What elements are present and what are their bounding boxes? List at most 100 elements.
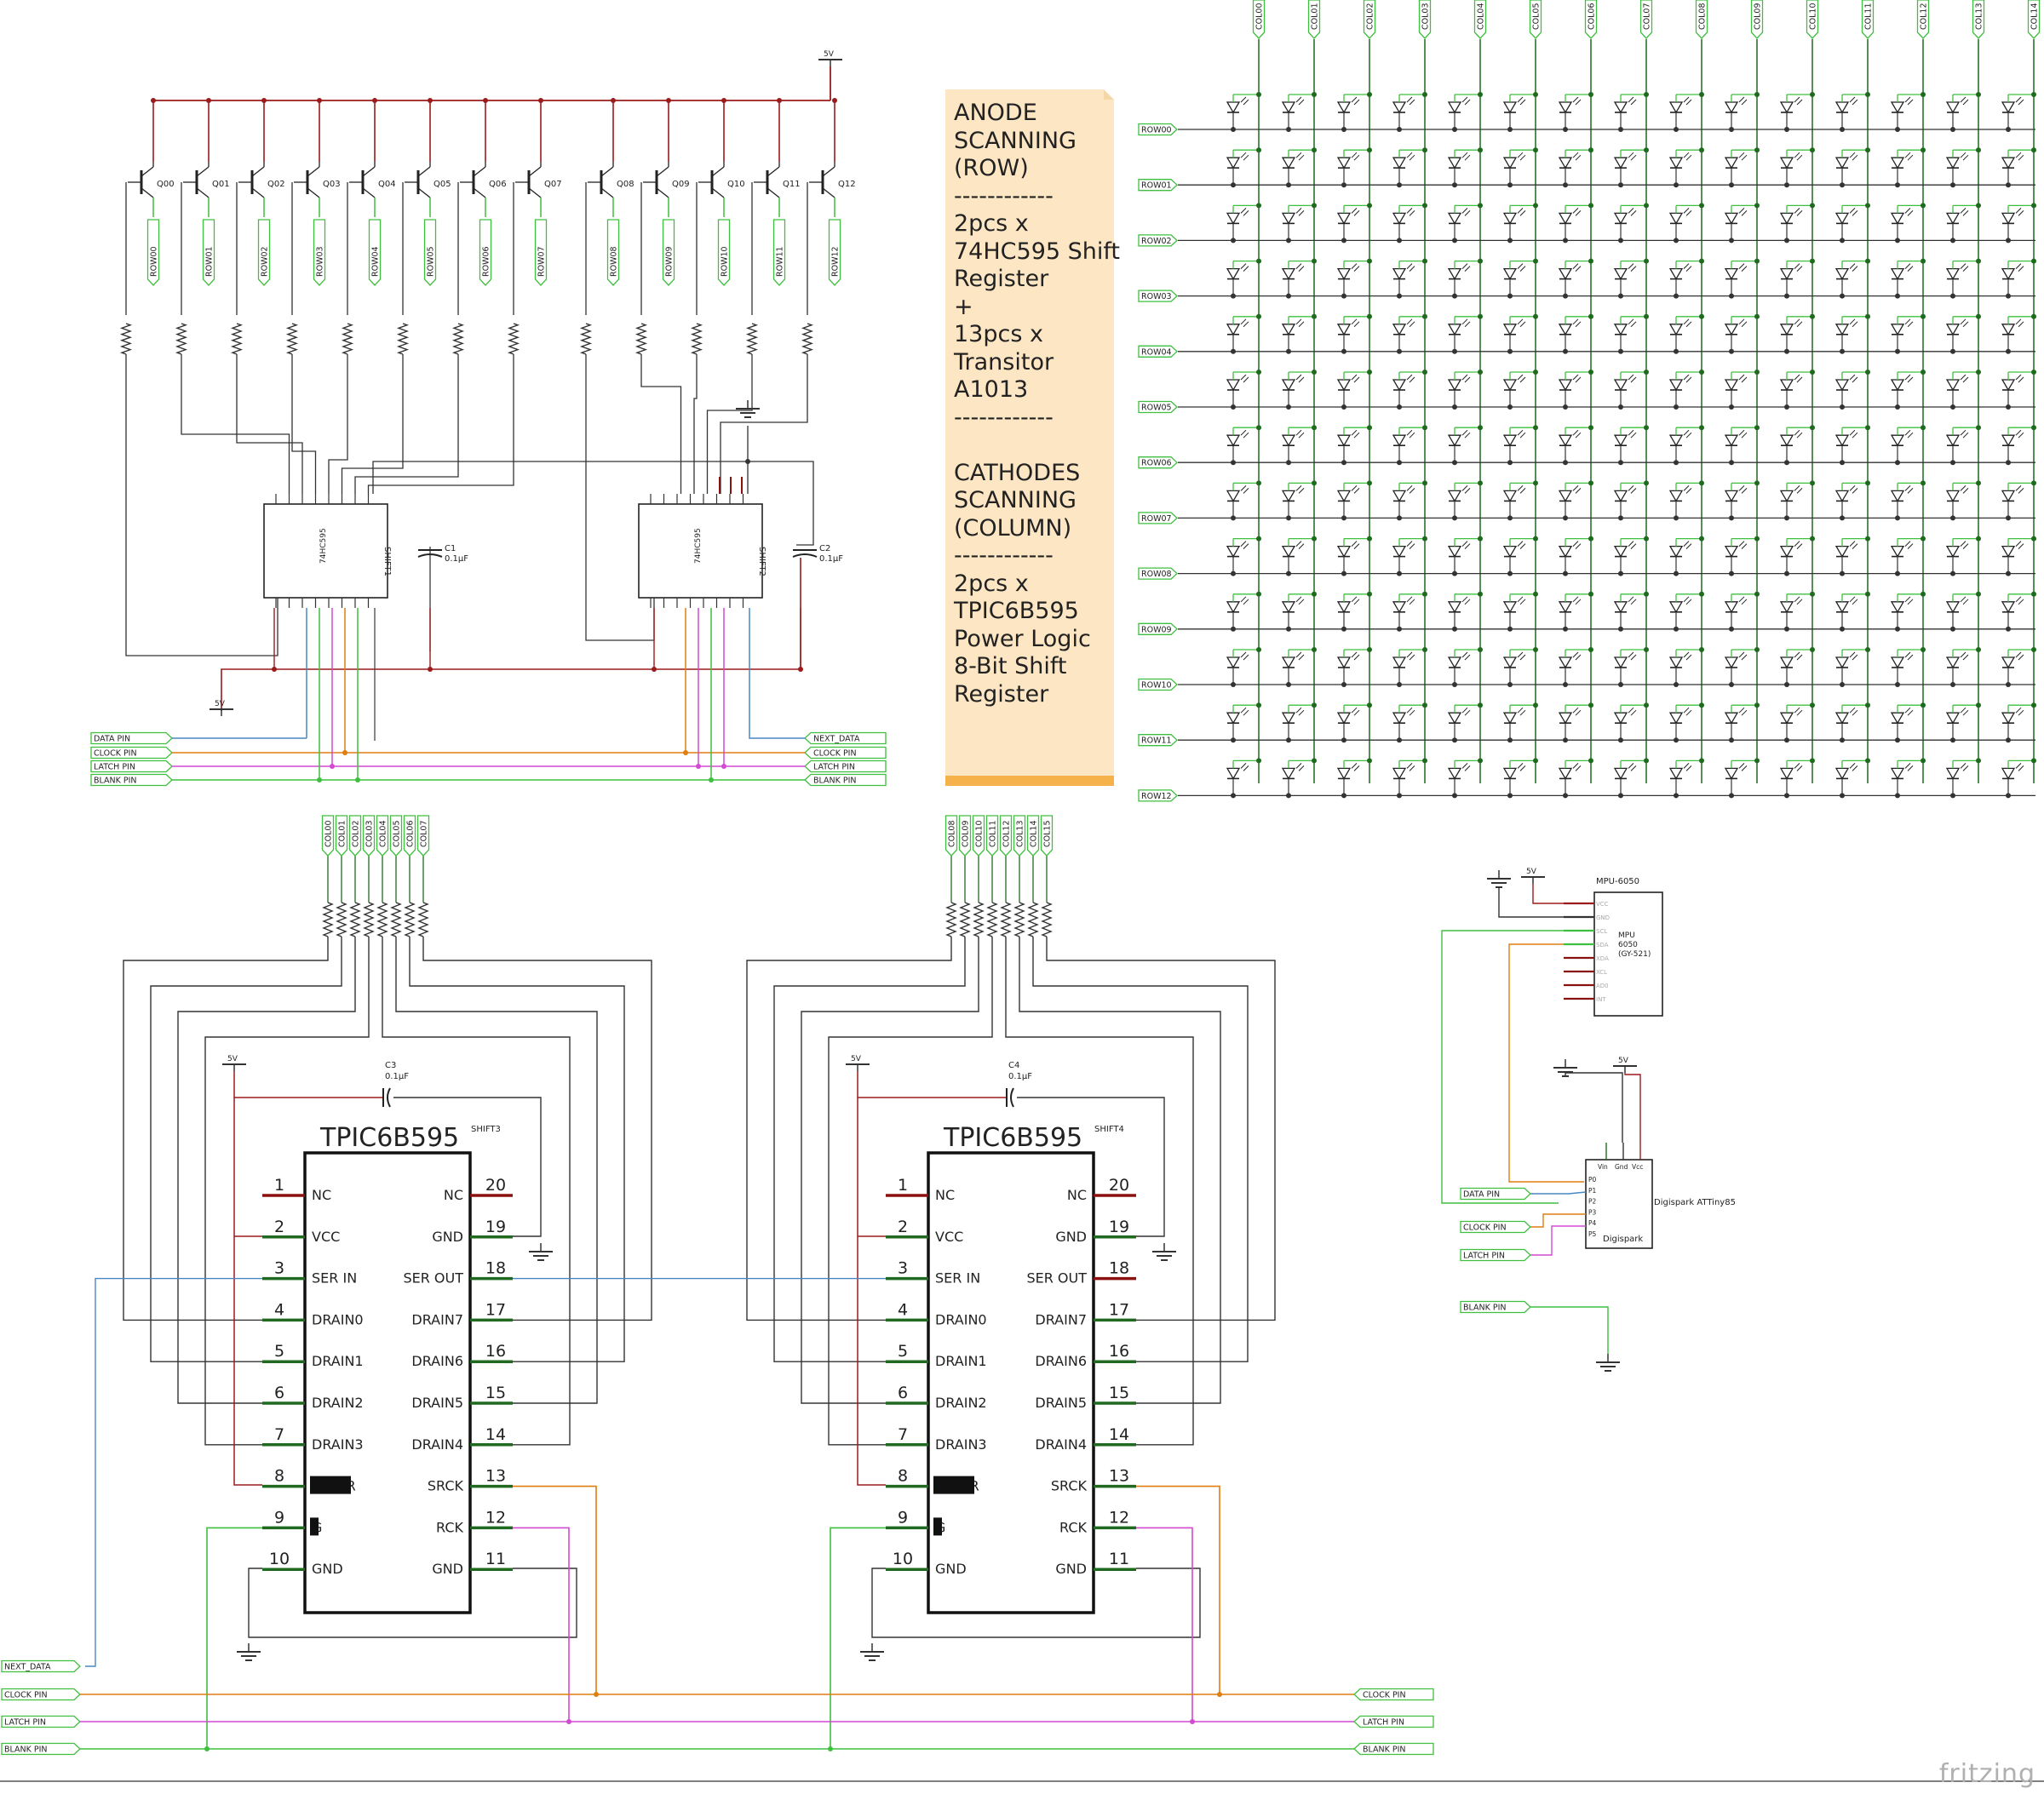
led	[1724, 371, 1757, 407]
led	[1945, 593, 1978, 629]
led-triangle	[1392, 767, 1407, 780]
column-junction	[1422, 258, 1427, 264]
led	[1834, 593, 1868, 629]
digispark-body	[1585, 1159, 1653, 1249]
tpic-pin-name: GND	[432, 1229, 463, 1245]
column-junction	[1256, 92, 1261, 97]
net-label-box	[403, 815, 416, 857]
led-triangle	[1724, 101, 1739, 114]
led	[1724, 482, 1757, 519]
row-junction	[1674, 238, 1679, 244]
tpic-pin-number: 12	[485, 1508, 506, 1527]
drain-wire	[746, 937, 952, 1321]
output-wire	[720, 366, 808, 494]
led-ray	[1464, 266, 1471, 272]
net-label-box	[828, 219, 841, 286]
column-junction	[1422, 203, 1427, 209]
tpic-pin-number: 19	[485, 1218, 506, 1236]
led-ray	[1575, 210, 1582, 216]
led-ray	[1794, 541, 1800, 547]
led-ray	[1738, 96, 1745, 103]
led-ray	[1409, 765, 1415, 771]
row-net-label: ROW05	[423, 219, 437, 286]
led-ray	[1904, 429, 1911, 436]
net-label-text: BLANK PIN	[4, 1745, 48, 1755]
led-ray	[1409, 709, 1415, 716]
led-ray	[1794, 96, 1800, 103]
column-junction	[2031, 480, 2036, 486]
led	[1558, 149, 1591, 186]
led-ray	[1685, 543, 1692, 549]
note-line: TPIC6B595	[954, 598, 1079, 624]
led-ray	[1517, 318, 1524, 325]
led	[1613, 482, 1646, 519]
led-ray	[1240, 318, 1247, 325]
output-wire	[328, 366, 348, 494]
led-ray	[1464, 210, 1471, 216]
led	[1502, 593, 1536, 629]
led	[1779, 704, 1812, 741]
led-ray	[1685, 709, 1692, 716]
column-junction	[1865, 147, 1870, 153]
led-ray	[1962, 654, 1969, 661]
column-net-label: COL08	[1695, 0, 1708, 39]
net-label-box	[1026, 815, 1040, 857]
led-ray	[1794, 596, 1800, 603]
led-ray	[1683, 96, 1690, 103]
column-junction	[1312, 591, 1317, 597]
row-junction	[1507, 682, 1513, 687]
row-junction	[1618, 737, 1623, 743]
row-junction	[1729, 348, 1734, 354]
led	[1724, 759, 1757, 796]
tpic-pin-name: RCK	[1059, 1519, 1087, 1535]
row-junction	[1729, 182, 1734, 188]
net-label-box	[1460, 1300, 1531, 1314]
resistor-zigzag	[175, 323, 188, 355]
led-ray	[1738, 318, 1745, 325]
led-triangle	[1779, 101, 1794, 114]
resistor-zigzag	[986, 902, 998, 937]
led-ray	[1960, 485, 1966, 491]
led-ray	[1406, 318, 1413, 325]
transistor-q08: Q08	[585, 100, 634, 366]
net-label-text: COL07	[420, 821, 429, 848]
led-triangle	[1945, 712, 1961, 725]
tpic-pin-number: 6	[274, 1384, 284, 1402]
net-label-box	[972, 815, 985, 857]
led-ray	[1685, 432, 1692, 438]
led-ray	[1461, 96, 1468, 103]
led-ray	[1849, 707, 1856, 714]
row-junction	[1507, 460, 1513, 466]
drain-wire	[1032, 937, 1249, 1362]
net-label-box	[1138, 734, 1178, 747]
column-junction	[1644, 203, 1649, 209]
led-ray	[1794, 485, 1800, 491]
row-junction	[1231, 182, 1236, 188]
column-junction	[1810, 313, 1815, 319]
led-ray	[1852, 765, 1858, 771]
led-ray	[1243, 599, 1249, 605]
led-triangle	[1668, 324, 1684, 336]
capacitor-c2: C20.1µF	[792, 544, 843, 564]
row-junction	[1397, 404, 1402, 410]
led	[1724, 149, 1757, 186]
led-triangle	[1447, 545, 1462, 558]
row-junction	[1729, 515, 1734, 521]
matrix-row-label: ROW09	[1138, 622, 1178, 635]
led-triangle	[1890, 545, 1905, 558]
row-junction	[1950, 460, 1955, 466]
led	[1447, 427, 1480, 463]
net-label-box	[1138, 678, 1178, 691]
transistor-q02: Q02	[236, 100, 285, 366]
row-junction	[1452, 238, 1457, 244]
net-label-text: ROW03	[316, 246, 325, 277]
led-ray	[1243, 432, 1249, 438]
tpic-pin-name: DRAIN5	[411, 1395, 463, 1411]
led-ray	[1519, 99, 1526, 106]
led-ray	[1907, 99, 1914, 106]
tpic-pin-name: DRAIN2	[935, 1395, 987, 1411]
row-junction	[1452, 515, 1457, 521]
column-junction	[1533, 480, 1538, 486]
column-junction	[2031, 647, 2036, 652]
led	[1392, 759, 1425, 796]
